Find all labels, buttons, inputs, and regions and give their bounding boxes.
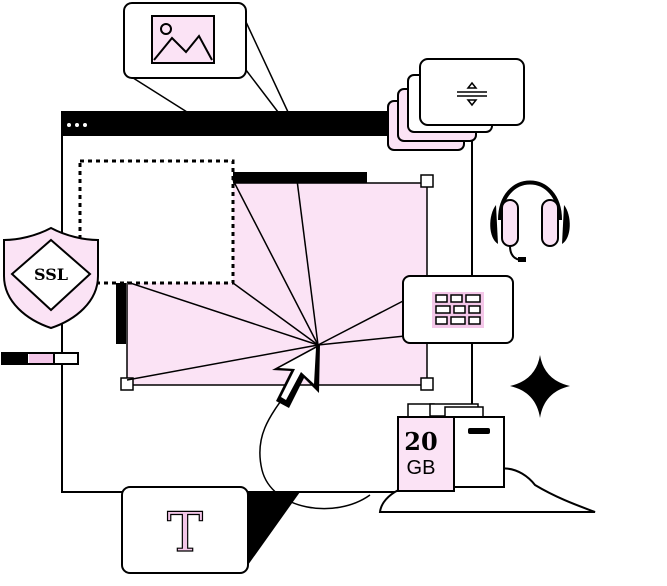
window-dot-icon xyxy=(67,123,71,127)
cursor-icon xyxy=(272,344,320,408)
ssl-label: SSL xyxy=(34,265,68,284)
grid-blocks-card[interactable] xyxy=(402,275,514,344)
dotted-placeholder-box[interactable] xyxy=(78,159,235,285)
image-icon xyxy=(151,15,215,64)
storage-box: 20 GB xyxy=(397,403,505,492)
window-dot-icon xyxy=(75,123,79,127)
layers-stack[interactable] xyxy=(387,58,525,151)
text-tool-card[interactable]: T xyxy=(121,486,300,574)
heading-bar xyxy=(233,172,367,183)
layers-sort-icon xyxy=(457,81,487,107)
ssl-shield: SSL xyxy=(3,226,99,330)
storage-handle xyxy=(468,428,490,434)
side-bar-accent xyxy=(116,282,126,344)
image-card[interactable] xyxy=(123,2,247,79)
resize-handle-bottom-left[interactable] xyxy=(120,377,134,391)
storage-unit: GB xyxy=(407,457,436,479)
headphones-icon xyxy=(490,180,570,262)
connector-lines xyxy=(126,21,406,381)
text-tool-icon: T xyxy=(167,501,203,564)
sparkle-icon xyxy=(510,355,570,418)
window-dot-icon xyxy=(83,123,87,127)
progress-slider[interactable] xyxy=(1,352,79,365)
resize-handle-top-right[interactable] xyxy=(420,174,434,188)
storage-amount: 20 xyxy=(404,427,437,456)
resize-handle-bottom-right[interactable] xyxy=(420,377,434,391)
grid-blocks-icon xyxy=(432,292,484,328)
